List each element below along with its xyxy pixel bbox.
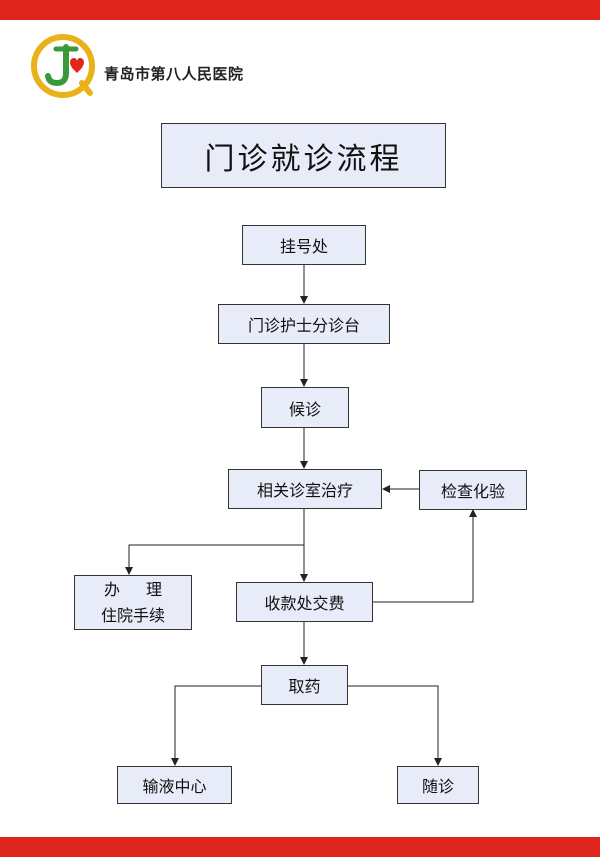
step-lab-tests: 检查化验	[419, 470, 527, 510]
arrow-pharmacy-to-infusion	[171, 685, 261, 766]
arrow-treatment-to-admission	[125, 544, 304, 575]
step-registration: 挂号处	[242, 225, 366, 265]
step-payment: 收款处交费	[236, 582, 373, 622]
top-accent-bar	[0, 0, 600, 20]
page-title: 门诊就诊流程	[161, 123, 446, 188]
step-pharmacy: 取药	[261, 665, 348, 705]
step-waiting: 候诊	[261, 387, 349, 428]
admission-line-1: 办理	[103, 579, 188, 599]
step-admission: 办理 住院手续	[74, 575, 192, 630]
hospital-name: 青岛市第八人民医院	[104, 65, 244, 83]
step-follow-up: 随诊	[397, 766, 479, 804]
step-infusion-center: 输液中心	[117, 766, 232, 804]
admission-line-2: 住院手续	[100, 605, 165, 625]
step-treatment: 相关诊室治疗	[228, 469, 382, 509]
arrow-pharmacy-to-followup	[348, 685, 442, 766]
hospital-logo-icon	[31, 34, 95, 98]
bottom-accent-bar	[0, 837, 600, 857]
step-nurse-triage: 门诊护士分诊台	[218, 304, 390, 344]
arrow-payment-to-lab	[373, 509, 477, 603]
